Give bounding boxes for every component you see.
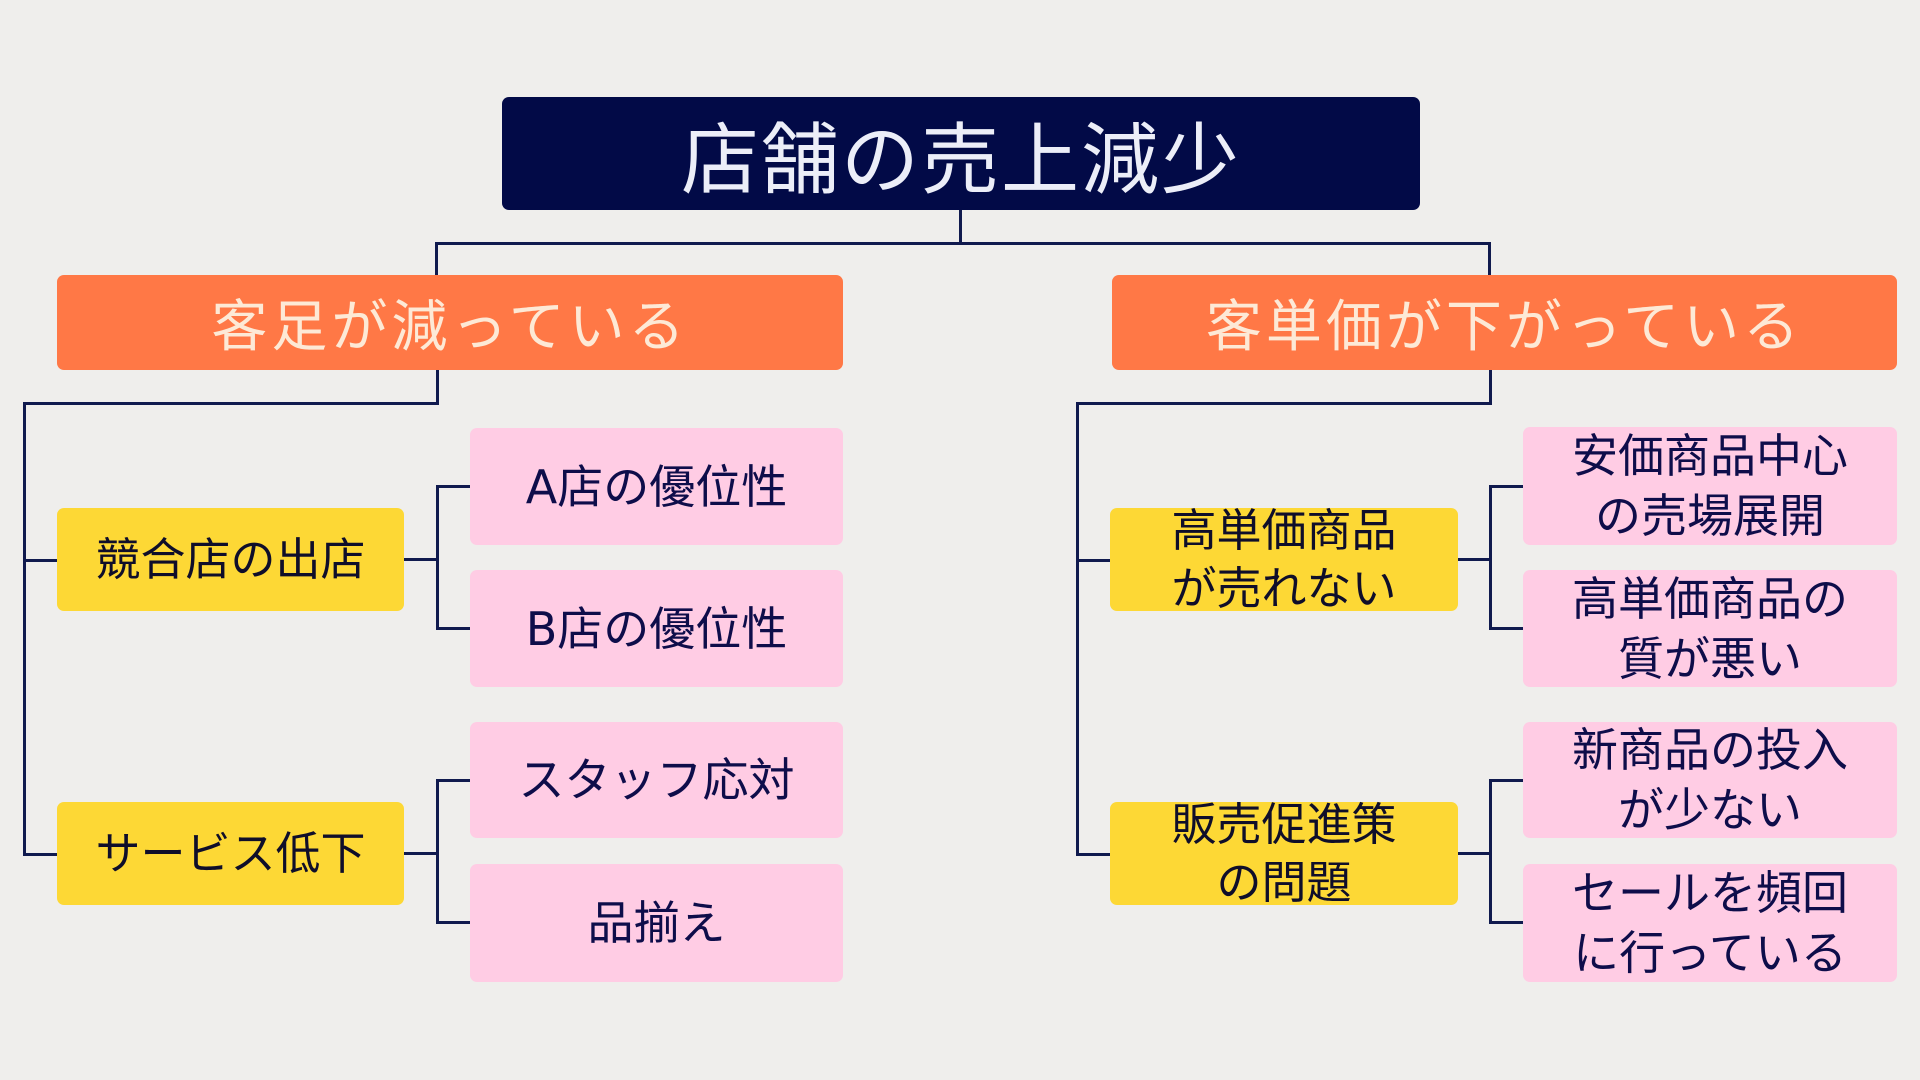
detail-node-label: A店の優位性 [525, 459, 788, 514]
connector-left-detail-1 [436, 485, 470, 488]
connector-right-branch-horizontal [1076, 402, 1492, 405]
connector-right-branch-down [1489, 370, 1492, 404]
cause-node-competitor-opening: 競合店の出店 [57, 508, 404, 611]
branch-node-label: 客足が減っている [211, 295, 689, 360]
detail-node-label: 安価商品中心 の売場展開 [1572, 429, 1848, 543]
connector-left-cause-1-out [404, 558, 438, 561]
detail-node-cheap-products-focus: 安価商品中心 の売場展開 [1523, 427, 1897, 545]
detail-node-few-new-products: 新商品の投入 が少ない [1523, 722, 1897, 838]
root-node-label: 店舗の売上減少 [680, 115, 1241, 206]
connector-right-cause-2 [1076, 853, 1110, 856]
connector-right-cause-1-spine [1489, 485, 1492, 630]
cause-node-label: 高単価商品 が売れない [1171, 503, 1397, 615]
detail-node-label: スタッフ応対 [518, 753, 795, 807]
cause-node-label: サービス低下 [95, 826, 366, 880]
branch-node-customer-traffic: 客足が減っている [57, 275, 843, 370]
connector-left-branch-spine [23, 402, 26, 856]
connector-left-cause-1 [23, 559, 57, 562]
connector-left-cause-1-spine [436, 485, 439, 630]
detail-node-label: セールを頻回 に行っている [1572, 866, 1848, 980]
detail-node-label: 品揃え [587, 896, 726, 950]
connector-right-detail-2 [1489, 627, 1523, 630]
cause-node-high-price-not-selling: 高単価商品 が売れない [1110, 504, 1458, 615]
connector-left-detail-3 [436, 779, 470, 782]
detail-node-label: 新商品の投入 が少ない [1572, 723, 1848, 837]
connector-left-cause-2 [23, 853, 57, 856]
connector-right-detail-1 [1489, 485, 1523, 488]
connector-root-down [959, 210, 962, 244]
connector-root-left-down [435, 242, 438, 275]
connector-left-cause-2-spine [436, 779, 439, 924]
cause-node-promotion-problem: 販売促進策 の問題 [1110, 798, 1458, 909]
connector-left-branch-horizontal [23, 402, 439, 405]
connector-right-cause-1 [1076, 559, 1110, 562]
connector-right-branch-spine [1076, 402, 1079, 856]
connector-left-cause-2-out [404, 852, 438, 855]
detail-node-store-a: A店の優位性 [470, 428, 843, 545]
branch-node-label: 客単価が下がっている [1205, 295, 1804, 360]
connector-left-branch-down [436, 370, 439, 404]
connector-right-cause-2-spine [1489, 779, 1492, 924]
detail-node-frequent-sales: セールを頻回 に行っている [1523, 864, 1897, 982]
connector-right-cause-1-out [1458, 558, 1491, 561]
connector-left-detail-2 [436, 627, 470, 630]
detail-node-label: 高単価商品の 質が悪い [1572, 571, 1848, 686]
detail-node-label: B店の優位性 [525, 601, 788, 656]
connector-root-right-down [1488, 242, 1491, 275]
connector-root-horizontal [435, 242, 1491, 245]
connector-right-detail-4 [1489, 921, 1523, 924]
detail-node-assortment: 品揃え [470, 864, 843, 982]
cause-node-label: 競合店の出店 [95, 532, 366, 586]
connector-left-detail-4 [436, 921, 470, 924]
branch-node-spend-per-customer: 客単価が下がっている [1112, 275, 1897, 370]
detail-node-staff-response: スタッフ応対 [470, 722, 843, 838]
detail-node-poor-quality: 高単価商品の 質が悪い [1523, 570, 1897, 687]
cause-node-label: 販売促進策 の問題 [1171, 797, 1397, 909]
connector-right-detail-3 [1489, 779, 1523, 782]
connector-right-cause-2-out [1458, 852, 1491, 855]
cause-node-service-decline: サービス低下 [57, 802, 404, 905]
root-node: 店舗の売上減少 [502, 97, 1420, 210]
detail-node-store-b: B店の優位性 [470, 570, 843, 687]
